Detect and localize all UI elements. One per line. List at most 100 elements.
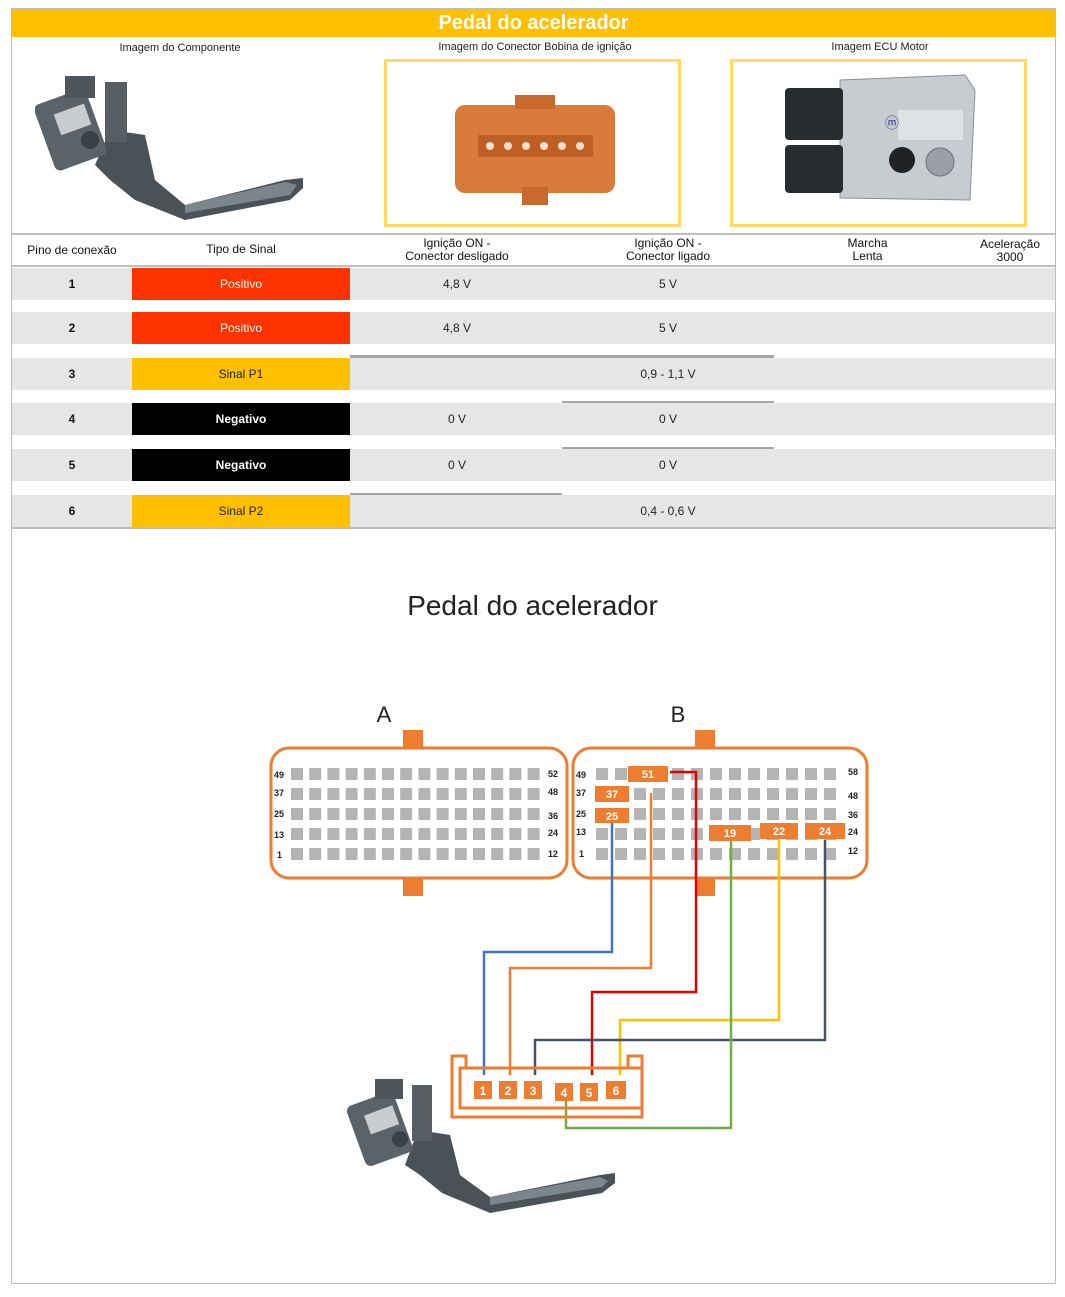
a-left-label: 49	[274, 770, 284, 780]
pin-cavity	[400, 828, 413, 840]
pin-cavity	[748, 768, 760, 780]
ecu-pin-label: 22	[773, 826, 785, 838]
pin-cavity	[786, 808, 798, 820]
value-ign-off	[350, 495, 564, 527]
b-left-label: 37	[576, 788, 586, 798]
pin-cavity	[400, 788, 413, 800]
wire-navy	[533, 840, 827, 1075]
pin-cavity	[596, 768, 608, 780]
a-left-label: 1	[277, 850, 282, 860]
pedal-connector	[450, 1054, 644, 1119]
pin-cavity	[527, 808, 540, 820]
pin-cavity	[786, 788, 798, 800]
pin-cavity	[418, 788, 431, 800]
header-top-rule	[12, 233, 1055, 235]
pin-cavity	[634, 848, 646, 860]
pin-cavity	[345, 808, 358, 820]
wiring-diagram: A B 49 37 25 13 1 52 48 36 24 12 49 37 2…	[269, 702, 869, 1213]
pin-cavity	[748, 848, 760, 860]
wire-blue	[482, 822, 614, 1075]
pin-cavity	[653, 788, 665, 800]
pin-cavity	[615, 768, 627, 780]
b-left-label: 25	[576, 809, 586, 819]
pedal-pin-label: 1	[480, 1084, 487, 1098]
signal-cell: Negativo	[132, 449, 350, 481]
pin-cavity	[363, 788, 376, 800]
header-accel: Aceleração 3000	[979, 237, 1041, 264]
pin-cavity	[491, 848, 504, 860]
wire-green	[564, 840, 733, 1130]
pin-cavity	[327, 828, 340, 840]
signal-cell: Positivo	[132, 312, 350, 344]
ecu-image-frame	[730, 59, 1027, 227]
pin-cavity	[291, 828, 303, 840]
pin-cavity	[327, 808, 340, 820]
pin-cavity	[418, 848, 431, 860]
table-row: 4 Negativo 0 V 0 V	[12, 403, 1055, 435]
table-row: 6 Sinal P2 0,4 - 0,6 V	[12, 495, 1055, 527]
divider	[350, 493, 562, 496]
wire-orange	[508, 793, 653, 1075]
value-ign-off: 4,8 V	[442, 321, 472, 335]
caption-connector: Imagem do Conector Bobina de ignição	[438, 41, 632, 53]
pedal-pin-label: 6	[613, 1084, 620, 1098]
value-ign-on: 0 V	[658, 412, 677, 426]
pin-cavity	[527, 768, 540, 780]
header-bottom-rule	[12, 265, 1055, 267]
pin-cavity	[509, 768, 522, 780]
pin-cavity	[767, 808, 779, 820]
pin-cavity	[596, 828, 608, 840]
pin-cavity	[382, 808, 394, 820]
pin-cavity	[729, 768, 741, 780]
ecu-pin-label: 24	[819, 826, 832, 838]
pin-cavity	[436, 848, 449, 860]
pedal-pin-label: 3	[530, 1084, 537, 1098]
pin-cavity	[509, 828, 522, 840]
value-ign-on: 5 V	[658, 321, 677, 335]
b-right-label: 58	[848, 767, 858, 777]
pin-cavity	[824, 808, 836, 820]
connector-image-frame	[384, 59, 681, 227]
pin-cavity	[805, 788, 817, 800]
pin-cavity	[672, 828, 684, 840]
pin-cavity	[473, 848, 485, 860]
diagram-title: Pedal do acelerador	[407, 590, 658, 621]
pin-number: 3	[68, 367, 76, 381]
pin-cavity	[634, 788, 646, 800]
a-left-label: 13	[274, 830, 284, 840]
connector-a-label: A	[377, 702, 392, 727]
pin-cavity	[824, 768, 836, 780]
connector-b-label: B	[671, 702, 686, 727]
pin-cavity	[309, 848, 322, 860]
pin-cavity	[454, 768, 467, 780]
pin-cavity	[634, 828, 646, 840]
pin-cavity	[653, 848, 665, 860]
ecu-pin-label: 25	[606, 811, 618, 823]
pin-cavity	[527, 788, 540, 800]
pin-cavity	[491, 768, 504, 780]
pin-cavity	[382, 828, 394, 840]
pin-cavity	[418, 808, 431, 820]
pin-cavity	[327, 848, 340, 860]
pin-cavity	[400, 848, 413, 860]
pin-cavity	[327, 768, 340, 780]
pin-cavity	[805, 848, 817, 860]
table-row: 5 Negativo 0 V 0 V	[12, 449, 1055, 481]
pin-cavity	[767, 768, 779, 780]
value-ign-on: 0 V	[658, 458, 677, 472]
pin-cavity	[291, 788, 303, 800]
a-right-label: 52	[548, 769, 558, 779]
b-left-label: 13	[576, 827, 586, 837]
ecu-pin-label: 37	[606, 789, 618, 801]
table-row: 1 Positivo 4,8 V 5 V	[12, 268, 1055, 300]
pin-cavity	[672, 768, 684, 780]
pin-cavity	[748, 808, 760, 820]
pin-cavity	[400, 808, 413, 820]
a-right-label: 36	[548, 811, 558, 821]
value-ign-on: 5 V	[658, 277, 677, 291]
pin-cavity	[363, 768, 376, 780]
pin-cavity	[291, 768, 303, 780]
pedal-pin-label: 4	[561, 1086, 568, 1100]
page-title: Pedal do acelerador	[12, 9, 1055, 37]
b-left-label: 49	[576, 770, 586, 780]
